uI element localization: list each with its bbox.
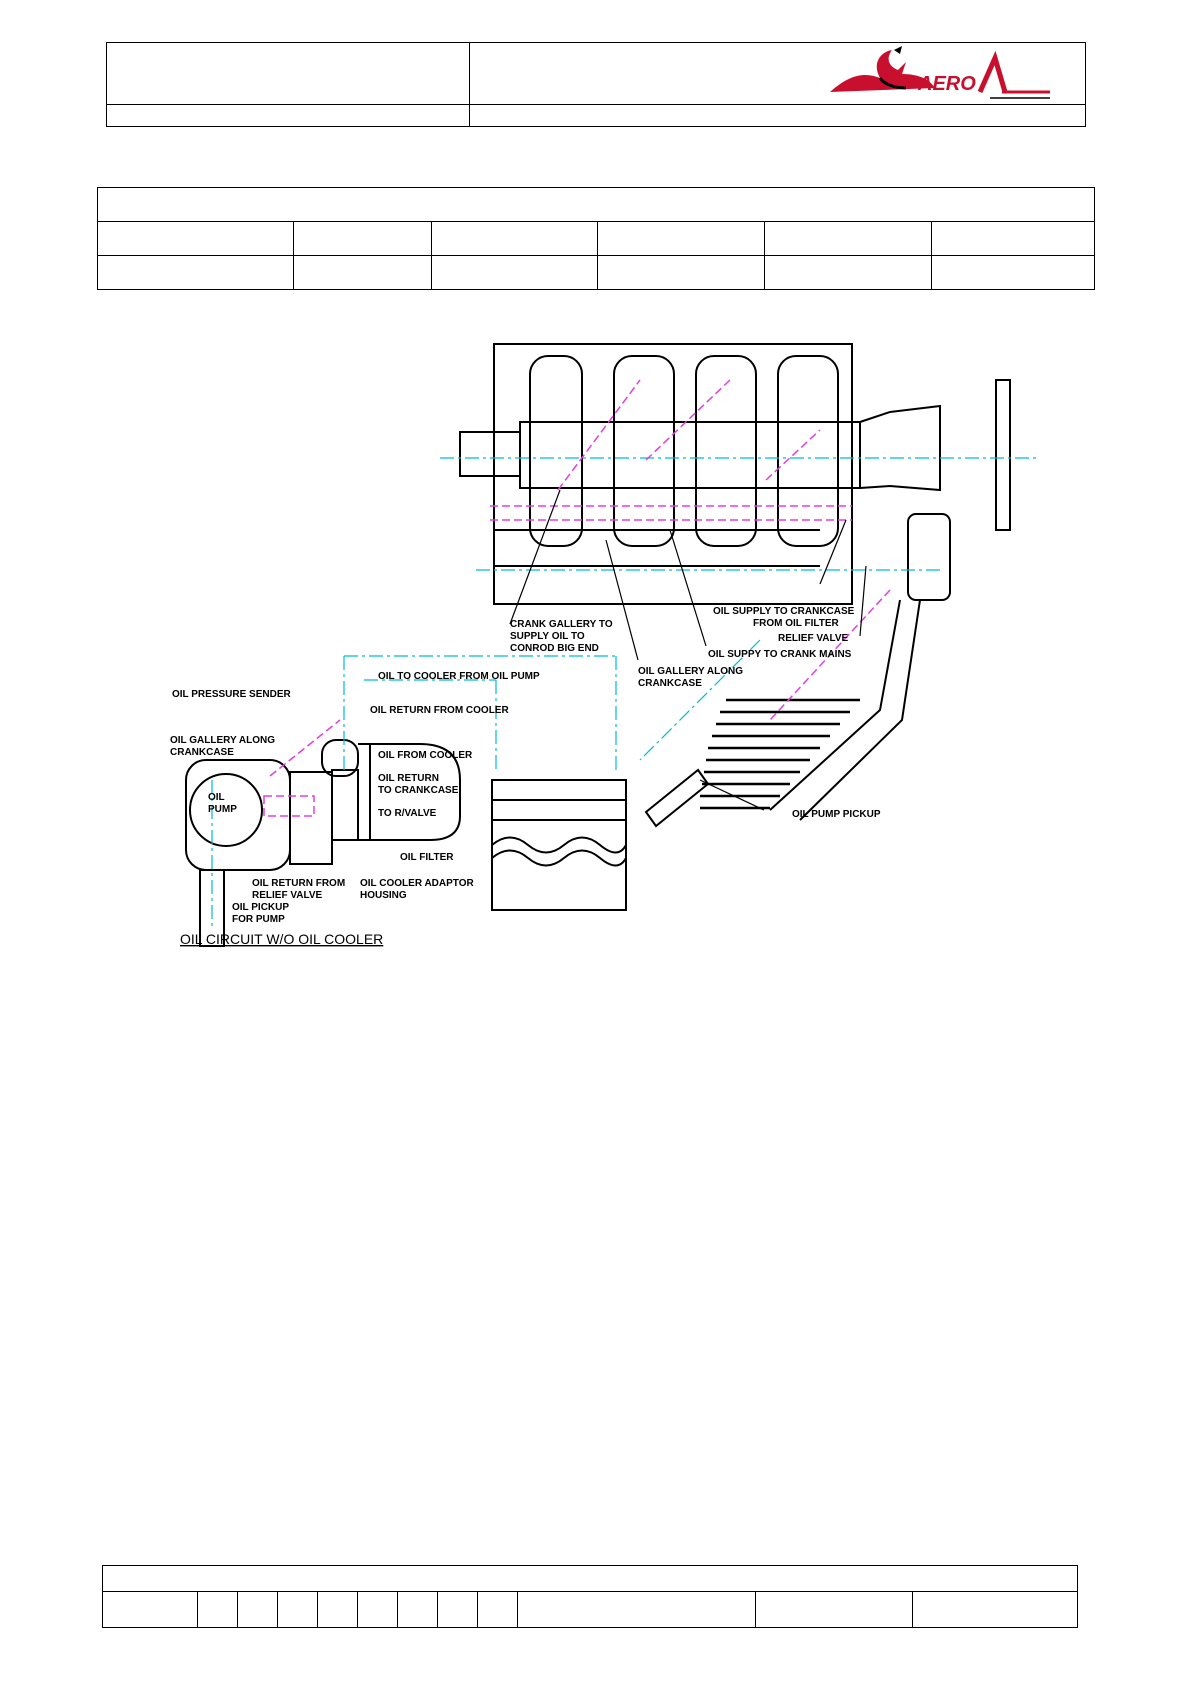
footer-cell xyxy=(437,1591,478,1628)
label-oil-gallery-top-2: CRANKCASE xyxy=(638,678,702,689)
info-cell xyxy=(97,255,294,290)
info-cell xyxy=(597,255,765,290)
company-logo: AERO xyxy=(810,44,1060,104)
info-cell xyxy=(431,221,598,256)
label-oil-return-2: TO CRANKCASE xyxy=(378,785,459,796)
label-to-r-valve: TO R/VALVE xyxy=(378,808,437,819)
footer-cell xyxy=(912,1591,1078,1628)
info-cell xyxy=(764,221,932,256)
label-oil-cooler-adaptor: OIL COOLER ADAPTOR xyxy=(360,878,474,889)
label-oil-filter: OIL FILTER xyxy=(400,852,454,863)
label-oil-to-cooler: OIL TO COOLER FROM OIL PUMP xyxy=(378,671,540,682)
footer-cell xyxy=(197,1591,238,1628)
info-cell xyxy=(597,221,765,256)
header-cell-left xyxy=(106,42,470,105)
label-oil-return-relief: OIL RETURN FROM xyxy=(252,878,345,889)
footer-cell xyxy=(317,1591,358,1628)
footer-cell xyxy=(517,1591,756,1628)
label-oil-gallery-left-2: CRANKCASE xyxy=(170,747,234,758)
info-cell xyxy=(97,221,294,256)
label-oil-suppy-crank-mains: OIL SUPPY TO CRANK MAINS xyxy=(708,649,852,660)
footer-cell xyxy=(277,1591,318,1628)
oil-circuit-diagram: CRANK GALLERY TO SUPPLY OIL TO CONROD BI… xyxy=(160,340,1040,950)
label-oil-supply-crankcase: OIL SUPPLY TO CRANKCASE xyxy=(713,606,855,617)
info-table xyxy=(97,187,1095,290)
label-relief-valve: RELIEF VALVE xyxy=(778,633,849,644)
label-oil-pickup-2: FOR PUMP xyxy=(232,914,285,925)
label-oil-gallery-left: OIL GALLERY ALONG xyxy=(170,735,275,746)
footer-cell xyxy=(357,1591,398,1628)
info-cell xyxy=(293,255,432,290)
footer-table xyxy=(102,1565,1078,1628)
label-crank-gallery-2: SUPPLY OIL TO xyxy=(510,631,585,642)
label-crank-gallery: CRANK GALLERY TO xyxy=(510,619,613,630)
label-oil-pump: OIL xyxy=(208,792,225,803)
footer-cell xyxy=(237,1591,278,1628)
label-oil-return-from-cooler: OIL RETURN FROM COOLER xyxy=(370,705,509,716)
footer-cell xyxy=(755,1591,913,1628)
header-table xyxy=(106,42,1086,127)
label-oil-gallery-top: OIL GALLERY ALONG xyxy=(638,666,743,677)
label-oil-pump-pickup: OIL PUMP PICKUP xyxy=(792,809,881,820)
info-cell xyxy=(931,221,1095,256)
label-oil-pickup: OIL PICKUP xyxy=(232,902,289,913)
info-cell xyxy=(293,221,432,256)
info-title-row xyxy=(97,187,1095,222)
footer-cell xyxy=(102,1591,198,1628)
footer-cell xyxy=(477,1591,518,1628)
label-oil-from-cooler: OIL FROM COOLER xyxy=(378,750,473,761)
footer-title-row xyxy=(102,1565,1078,1592)
footer-cell xyxy=(397,1591,438,1628)
info-cell xyxy=(931,255,1095,290)
label-oil-return: OIL RETURN xyxy=(378,773,439,784)
label-crank-gallery-3: CONROD BIG END xyxy=(510,643,599,654)
label-oil-cooler-adaptor-2: HOUSING xyxy=(360,890,407,901)
info-cell xyxy=(431,255,598,290)
header-cell-bottom-left xyxy=(106,104,470,127)
label-oil-pump-2: PUMP xyxy=(208,804,237,815)
info-cell xyxy=(764,255,932,290)
diagram-caption: OIL CIRCUIT W/O OIL COOLER xyxy=(180,931,383,947)
header-cell-bottom-right xyxy=(469,104,1086,127)
label-oil-pressure-sender: OIL PRESSURE SENDER xyxy=(172,689,292,700)
label-oil-supply-crankcase-2: FROM OIL FILTER xyxy=(753,618,840,629)
label-oil-return-relief-2: RELIEF VALVE xyxy=(252,890,323,901)
svg-text:AERO: AERO xyxy=(917,73,976,95)
